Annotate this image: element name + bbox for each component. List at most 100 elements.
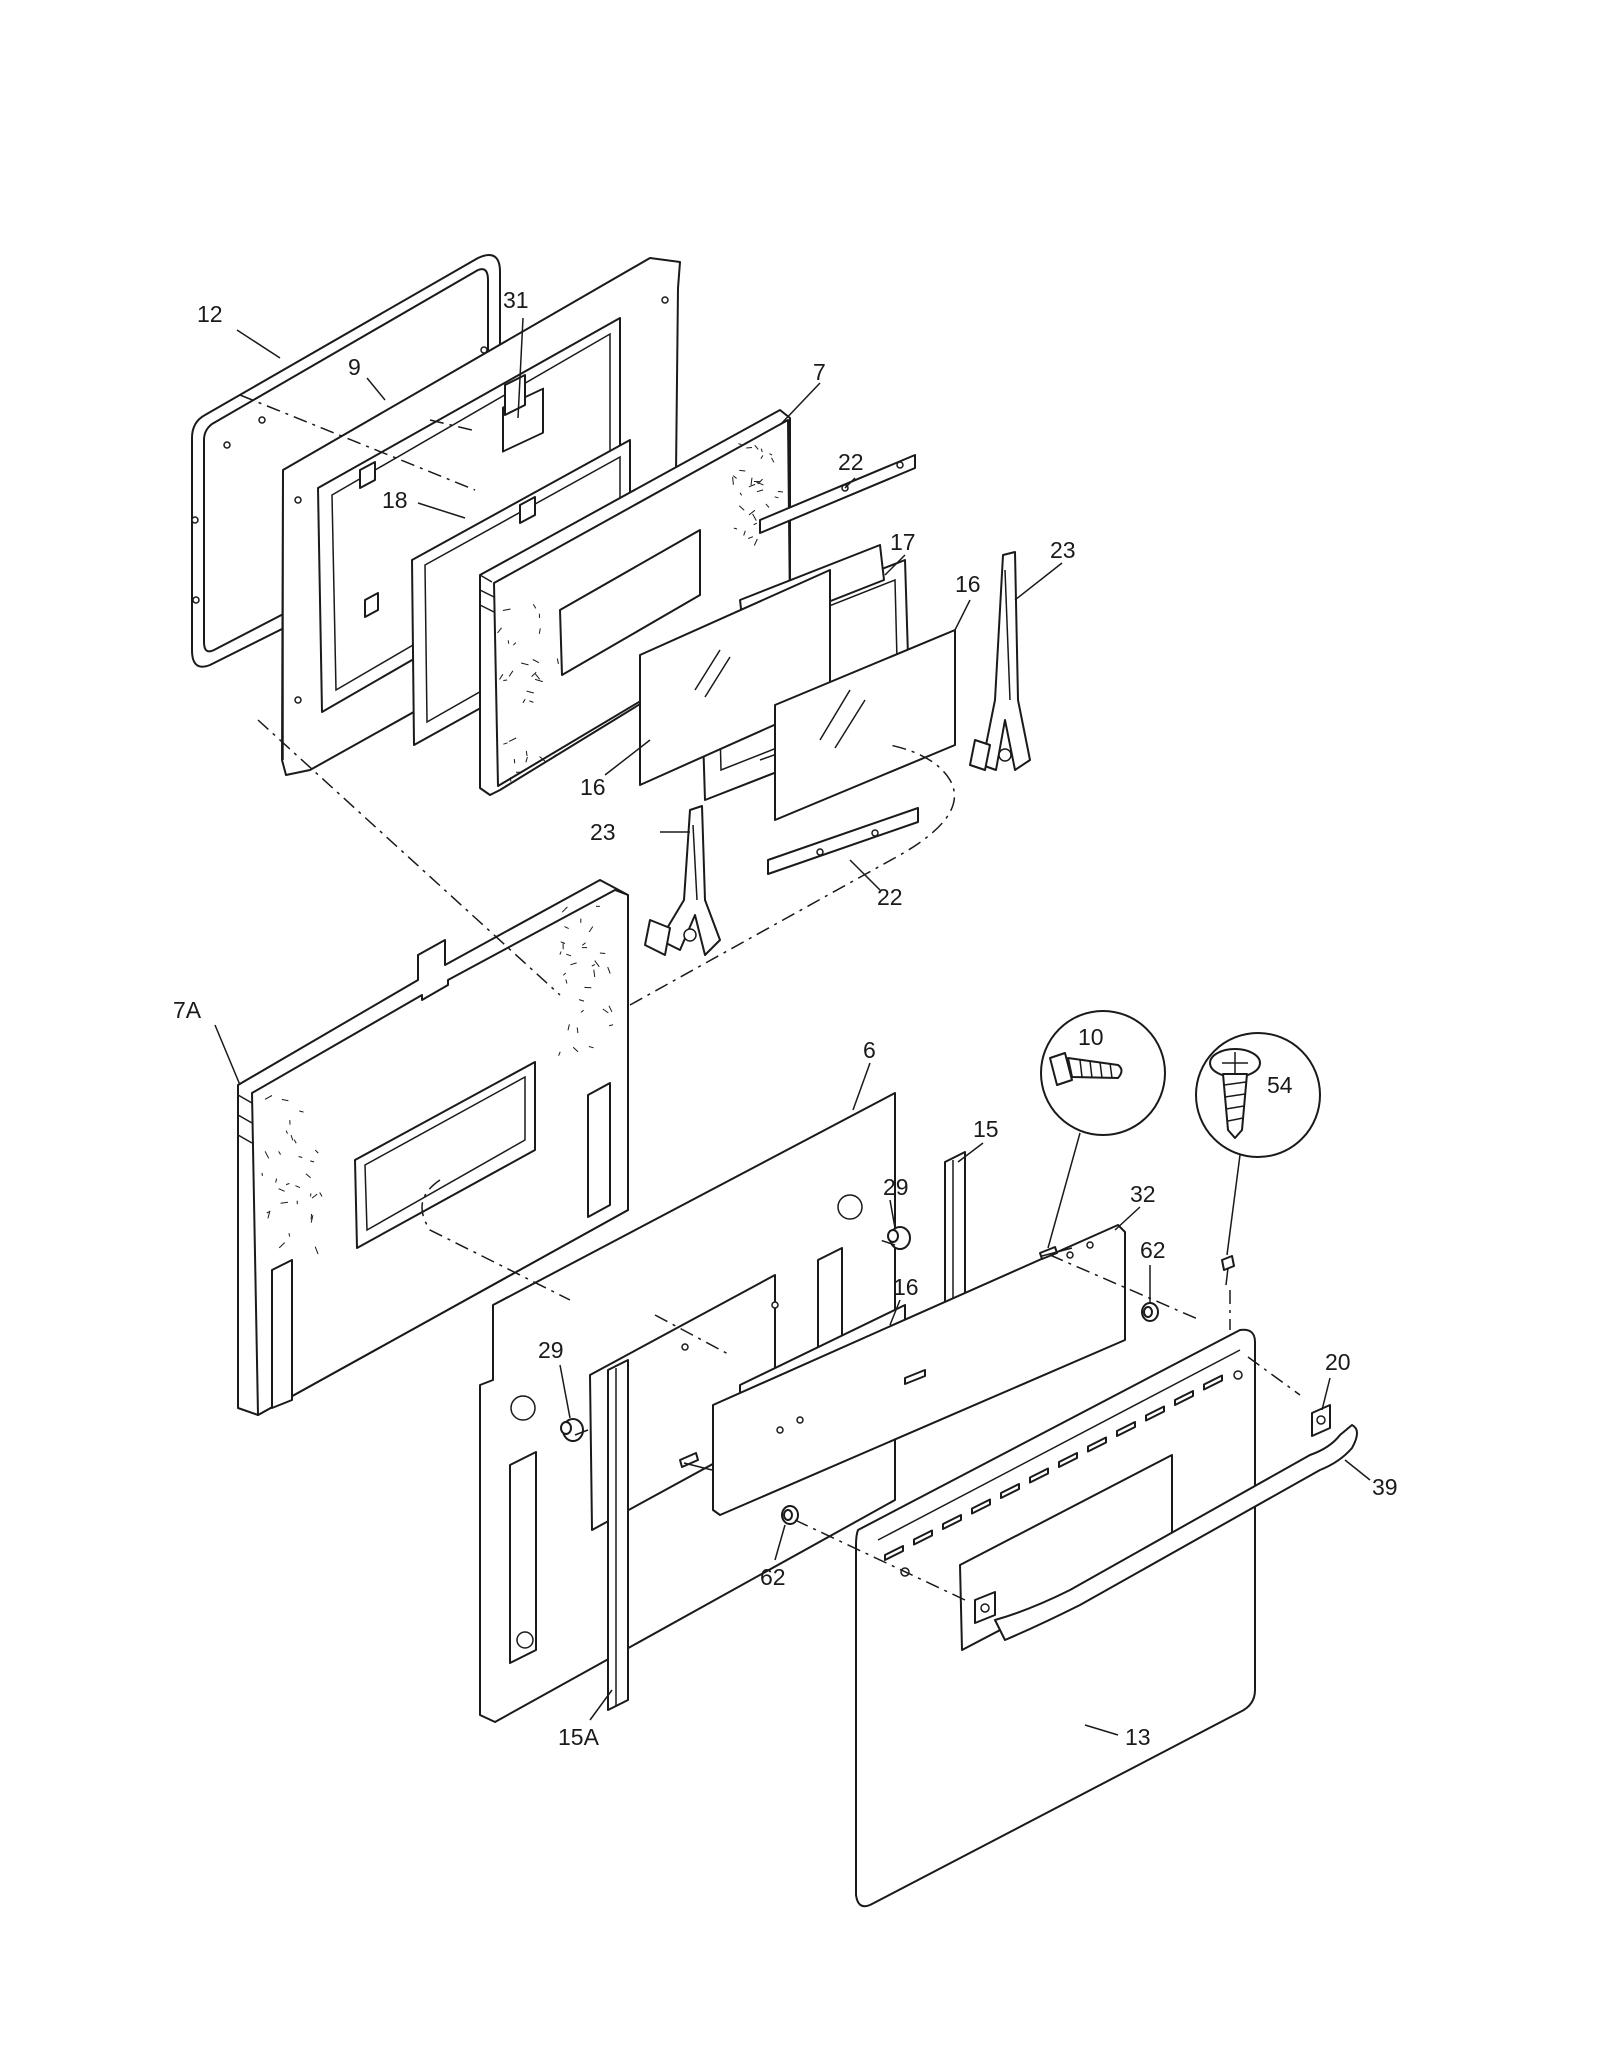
insulation-speckle [753, 522, 758, 526]
insulation-speckle [599, 952, 606, 954]
insulation-speckle [593, 969, 596, 978]
callout-62-lower: 62 [760, 1564, 786, 1590]
insulation-speckle [278, 1188, 285, 1192]
part-16-glass-panes [639, 569, 956, 821]
insulation-speckle [503, 679, 508, 681]
insulation-speckle [310, 1213, 313, 1220]
insulation-speckle [298, 1156, 303, 1158]
callout-17: 17 [890, 529, 916, 555]
part-7A-insulation-main [237, 879, 629, 1416]
part-62-spacer-upper [1141, 1302, 1159, 1322]
part-22-glass-support-upper [759, 454, 916, 534]
insulation-speckle [532, 659, 540, 664]
insulation-speckle [278, 1242, 286, 1249]
callout-39: 39 [1372, 1474, 1398, 1500]
insulation-speckle [561, 906, 568, 913]
insulation-speckle [539, 756, 546, 762]
insulation-speckle [738, 443, 742, 445]
insulation-speckle [746, 447, 753, 449]
screw-small-upper [1039, 1246, 1073, 1260]
screw-small-lower [679, 1452, 713, 1471]
insulation-speckle [748, 536, 754, 539]
callout-9: 9 [348, 354, 361, 380]
vent-slot [1174, 1390, 1194, 1406]
insulation-speckle [535, 673, 541, 680]
insulation-speckle [748, 509, 756, 516]
callout-18: 18 [382, 487, 408, 513]
insulation-speckle [310, 1215, 314, 1223]
insulation-speckle [760, 455, 764, 459]
vent-slot [1058, 1452, 1078, 1468]
callout-23-lower: 23 [590, 819, 616, 845]
callout-13: 13 [1125, 1724, 1151, 1750]
vent-slot [1203, 1374, 1223, 1391]
insulation-speckle [288, 1233, 291, 1237]
callout-16-lower: 16 [893, 1274, 919, 1300]
part-20-handle-end-cap-left [974, 1591, 996, 1624]
vent-slot [1087, 1436, 1107, 1453]
insulation-speckle [591, 964, 596, 967]
insulation-speckle [567, 1024, 570, 1031]
insulation-speckle [608, 1024, 614, 1027]
part-29-bumper-lower [560, 1418, 584, 1442]
insulation-speckle [285, 1183, 290, 1186]
insulation-speckle [264, 1151, 270, 1159]
assembly-guide-lines [239, 394, 1301, 1601]
insulation-speckle [756, 481, 764, 486]
insulation-speckle [278, 1151, 282, 1155]
insulation-speckle [578, 999, 585, 1002]
callout-16-upper-left: 16 [580, 774, 606, 800]
insulation-speckle [564, 926, 569, 930]
detail-circle-part-10 [1040, 1010, 1166, 1136]
insulation-speckle [756, 489, 764, 493]
part-23-hinge-right [969, 551, 1031, 771]
insulation-speckle [529, 700, 534, 703]
insulation-speckle [760, 448, 763, 453]
insulation-speckle [588, 1046, 594, 1049]
callout-labels: 12 31 9 7 22 18 17 23 16 16 23 22 10 54 … [173, 287, 1398, 1750]
part-62-spacer-lower [781, 1505, 799, 1525]
callout-29-lower: 29 [538, 1337, 564, 1363]
insulation-speckle [570, 962, 577, 966]
part-29-bumper-upper [887, 1226, 911, 1250]
insulation-speckle [499, 673, 504, 680]
insulation-speckle [264, 1095, 273, 1100]
part-15A-side-channel-left [607, 1359, 629, 1711]
vent-slot [1000, 1483, 1020, 1499]
insulation-speckle [525, 756, 528, 763]
insulation-speckle [565, 979, 568, 984]
part-20-handle-end-cap-right [1311, 1404, 1331, 1437]
callout-15: 15 [973, 1116, 999, 1142]
insulation-speckle [538, 628, 541, 634]
insulation-speckle [507, 640, 510, 644]
insulation-speckle [580, 1009, 584, 1013]
insulation-speckle [608, 1005, 613, 1013]
insulation-speckle [512, 642, 517, 646]
insulation-speckle [525, 750, 528, 757]
insulation-speckle [290, 1134, 294, 1141]
part-39-door-handle [994, 1424, 1358, 1641]
insulation-speckle [295, 1185, 301, 1189]
insulation-speckle [559, 951, 562, 955]
part-32-vent-trim [712, 1224, 1126, 1516]
insulation-speckle [588, 926, 594, 933]
vent-slot [1145, 1405, 1165, 1422]
vent-slot [884, 1545, 904, 1561]
callout-7: 7 [813, 359, 826, 385]
callout-54: 54 [1267, 1072, 1293, 1098]
insulation-speckle [497, 627, 502, 634]
insulation-speckle [752, 513, 757, 521]
insulation-speckle [560, 941, 566, 944]
insulation-speckle [757, 478, 763, 485]
callout-20: 20 [1325, 1349, 1351, 1375]
vent-slot [971, 1498, 991, 1515]
insulation-speckle [748, 483, 756, 488]
insulation-speckle [508, 737, 517, 742]
insulation-speckle [581, 942, 586, 946]
insulation-speckle [754, 444, 759, 450]
detail-circle-part-54 [1195, 1032, 1321, 1158]
insulation-speckle [558, 1051, 561, 1056]
insulation-speckle [572, 1046, 579, 1053]
insulation-speckle [739, 492, 743, 496]
